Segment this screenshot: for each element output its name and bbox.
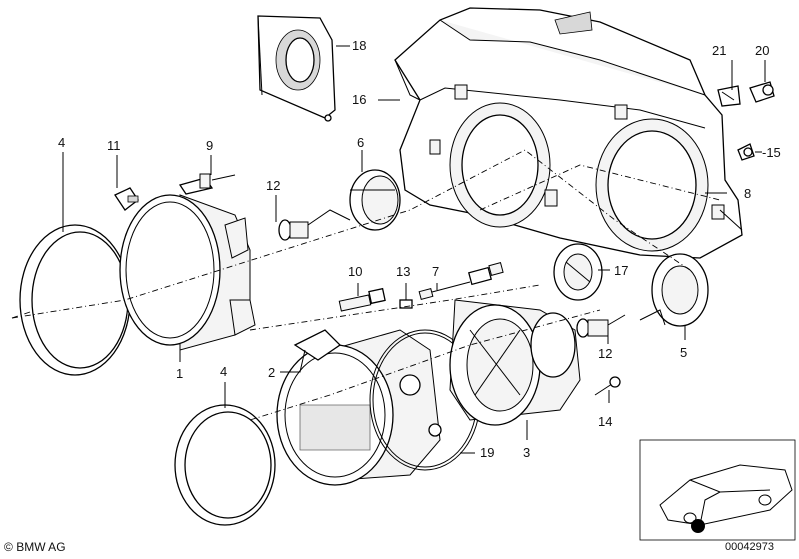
secondary-headlight-part	[276, 329, 442, 486]
bulb-part-10	[338, 287, 386, 312]
callout-labels: 4 11 9 12 6 18 16 21 20 -15 8 1 4 2 10 1…	[58, 38, 781, 460]
callout-19: 19	[480, 445, 494, 460]
socket-part-5	[639, 253, 709, 327]
callout-16: 16	[352, 92, 366, 107]
leader-lines	[62, 45, 766, 454]
alignment-axes	[11, 149, 721, 421]
adjusting-screw-part-9	[178, 173, 236, 195]
callout-11: 11	[107, 138, 121, 153]
callout-18: 18	[352, 38, 366, 53]
reflector-part-3	[449, 299, 581, 426]
clip-part-21	[717, 85, 741, 107]
bulb-holder-part-6	[349, 169, 401, 231]
callout-21: 21	[712, 43, 726, 58]
retaining-ring-upper-part	[19, 224, 131, 376]
bracket-part-18	[257, 15, 336, 122]
location-marker-icon	[691, 519, 705, 533]
callout-4-lower: 4	[220, 364, 227, 379]
brand-copyright: © BMW AG	[4, 540, 66, 554]
callout-7: 7	[432, 264, 439, 279]
copyright-icon: ©	[4, 540, 13, 554]
connector-part-7	[418, 262, 504, 301]
headlight-housing-part	[394, 7, 743, 259]
screw-part-15	[737, 143, 755, 161]
callout-4-upper: 4	[58, 135, 65, 150]
callout-14: 14	[598, 414, 612, 429]
callout-6: 6	[357, 135, 364, 150]
vehicle-location-thumbnail	[639, 439, 796, 541]
retaining-ring-lower-part	[174, 404, 276, 526]
image-number: 00042973	[725, 541, 774, 553]
screw-part-14	[594, 376, 621, 396]
adjusting-screw-part-11	[114, 187, 139, 211]
callout-2: 2	[268, 365, 275, 380]
fastener-part-20	[749, 81, 775, 103]
callout-12-lower: 12	[598, 346, 612, 361]
brand-label: BMW AG	[16, 540, 66, 554]
main-headlight-part	[119, 194, 256, 351]
callout-5: 5	[680, 345, 687, 360]
callout-3: 3	[523, 445, 530, 460]
callout-8: 8	[744, 186, 751, 201]
callout-1: 1	[176, 366, 183, 381]
callout-9: 9	[206, 138, 213, 153]
callout-17: 17	[614, 263, 628, 278]
callout-20: 20	[755, 43, 769, 58]
socket-part-17	[553, 243, 603, 301]
callout-12-upper: 12	[266, 178, 280, 193]
bulb-upper-part	[278, 209, 351, 241]
callout-13: 13	[396, 264, 410, 279]
callout-15: -15	[762, 145, 781, 160]
bulb-lower-part	[576, 314, 626, 338]
callout-10: 10	[348, 264, 362, 279]
